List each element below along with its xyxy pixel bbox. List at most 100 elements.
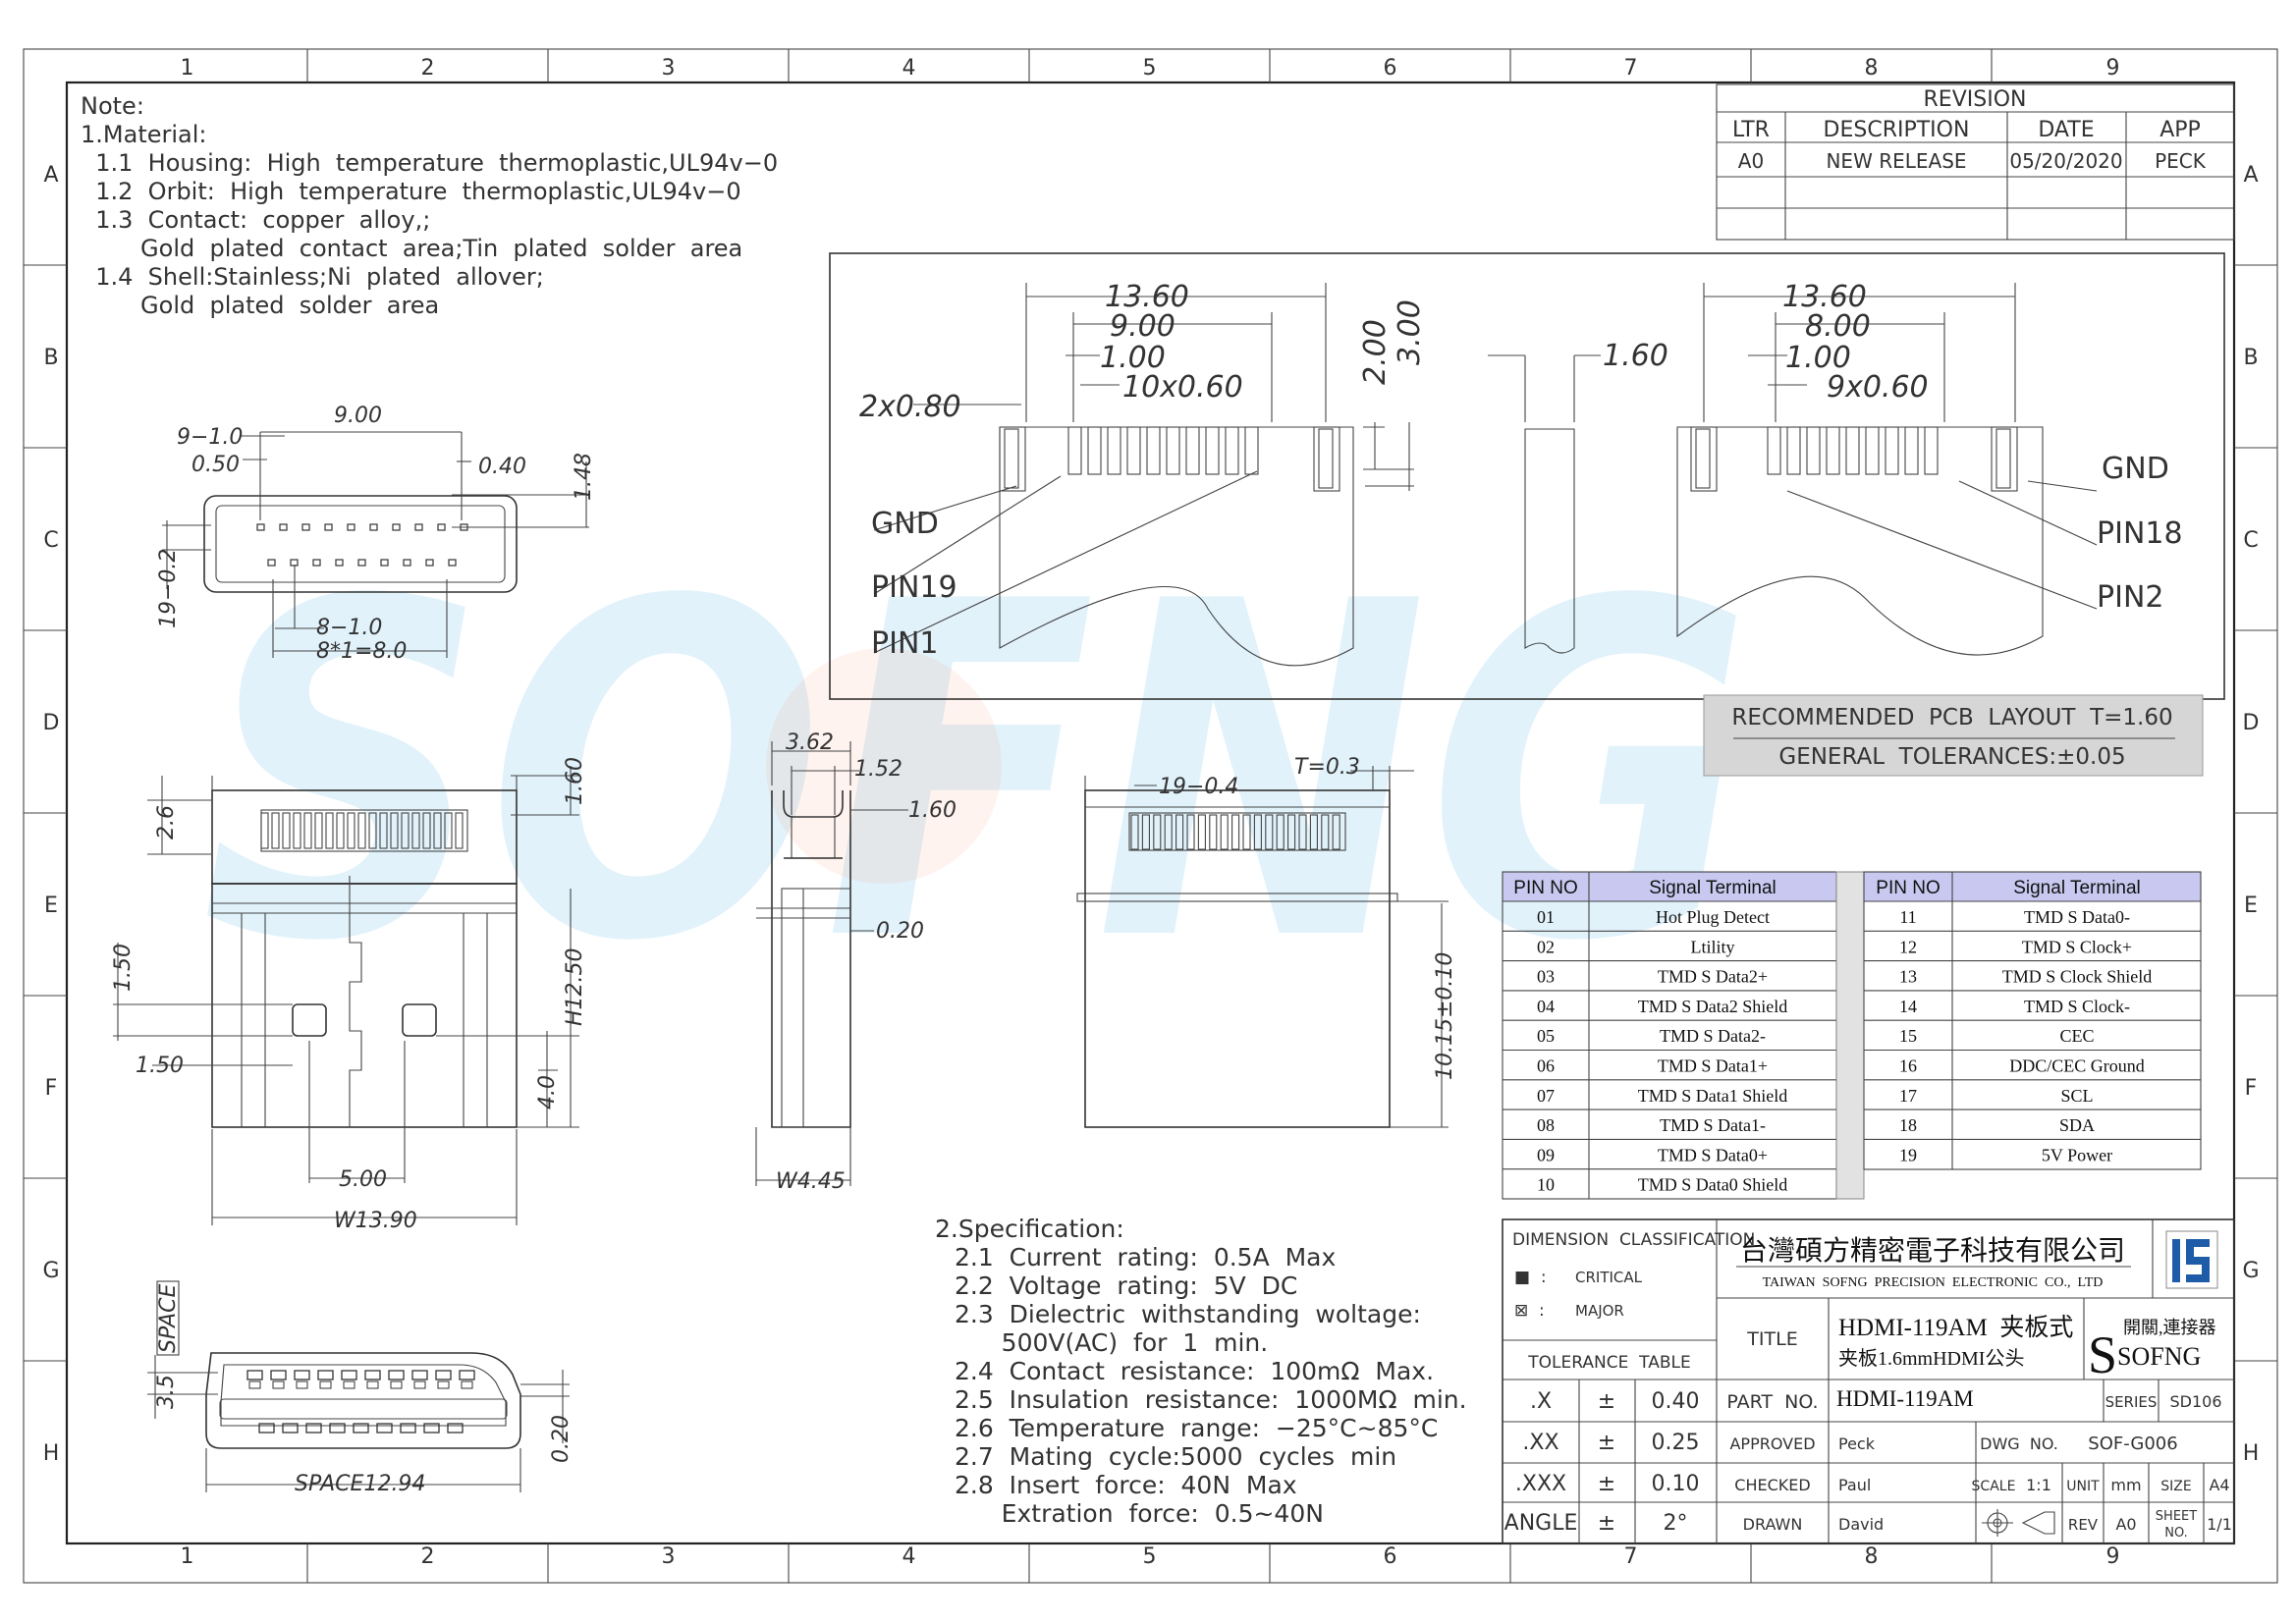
pin-number: 07 [1537, 1086, 1555, 1106]
row-label-right: B [2243, 346, 2258, 370]
notes-line-3: 1.2 Orbit: High temperature thermoplasti… [81, 178, 741, 205]
tb-critical: CRITICAL [1575, 1269, 1643, 1286]
tb-scale-label: SCALE [1972, 1479, 2016, 1494]
pcb-thickness-view [1488, 354, 1601, 654]
pcb-dim-1-00-left: 1.00 [1100, 341, 1166, 375]
tb-size: A4 [2209, 1476, 2229, 1494]
tb-logo-cn: 開關,連接器 [2123, 1318, 2216, 1337]
tolerance-row: .XXX±0.10 [1515, 1472, 1700, 1496]
column-label-top: 8 [1865, 56, 1879, 81]
front-dim-0-40: 0.40 [478, 455, 526, 479]
profile-dim-1-60: 1.60 [908, 798, 957, 823]
row-label-right: D [2243, 711, 2260, 735]
tb-series-label: SERIES [2105, 1393, 2158, 1411]
tb-title-line2: 夹板1.6mmHDMI公头 [1838, 1347, 2024, 1370]
tb-rev-label: REV [2068, 1516, 2099, 1534]
pin-signal: TMD S Clock- [2024, 997, 2130, 1016]
profile-view: 3.62 1.52 1.60 0.20 W4.45 [755, 730, 957, 1194]
row-label-left: F [45, 1076, 58, 1101]
back-dim-10-15: 10.15±0.10 [1433, 952, 1457, 1080]
pin-table-divider [1835, 871, 1865, 1200]
side-dim-5-00: 5.00 [339, 1167, 387, 1192]
tolerance-row: .XX±0.25 [1522, 1431, 1699, 1455]
pin-signal: TMD S Data0+ [1658, 1145, 1768, 1164]
end-dim-0-20: 0.20 [549, 1415, 574, 1463]
end-dim-space: SPACE [156, 1283, 181, 1353]
pin-signal: Ltility [1691, 937, 1735, 956]
pin-number: 10 [1537, 1175, 1555, 1195]
spec-line-7: 2.6 Temperature range: −25°C~85°C [955, 1414, 1438, 1442]
front-dim-9-1-0: 9−1.0 [177, 425, 243, 450]
pcb-right-outline [1676, 426, 2044, 656]
pin-number: 11 [1899, 907, 1916, 927]
pin-number: 19 [1899, 1145, 1917, 1164]
column-label-top: 3 [662, 56, 676, 81]
pcb-label-pin19: PIN19 [871, 570, 957, 605]
row-label-left: G [42, 1259, 59, 1283]
spec-line-9: 2.8 Insert force: 40N Max [955, 1471, 1297, 1499]
pin-number: 17 [1899, 1086, 1917, 1106]
row-label-right: E [2244, 893, 2258, 918]
pcb-dim-1-00-right: 1.00 [1785, 341, 1851, 375]
row-label-left: H [43, 1441, 60, 1466]
row-label-left: B [43, 346, 58, 370]
pin-number: 03 [1537, 967, 1555, 987]
profile-dim-3-62: 3.62 [786, 730, 834, 755]
pcb-caption-tolerances: GENERAL TOLERANCES:±0.05 [1778, 744, 2125, 770]
tb-part-no: HDMI-119AM [1836, 1386, 1974, 1411]
tb-approved-label: APPROVED [1729, 1434, 1815, 1453]
pin-signal: Hot Plug Detect [1656, 907, 1770, 927]
profile-dim-0-20: 0.20 [876, 919, 924, 944]
pin-number: 01 [1537, 907, 1555, 927]
pcb-label-pin18: PIN18 [2097, 516, 2183, 551]
pcb-dim-2-00: 2.00 [1358, 319, 1393, 385]
revision-title: REVISION [1924, 87, 2027, 112]
column-label-top: 5 [1143, 56, 1157, 81]
revision-header-ltr: LTR [1732, 118, 1770, 142]
tolerance-pm: ± [1598, 1389, 1615, 1414]
column-label-top: 1 [181, 56, 194, 81]
pcb-dim-1-60-thickness: 1.60 [1603, 339, 1668, 373]
pcb-layout-view: 13.60 9.00 1.00 10x0.60 2x0.80 2.00 3.00… [829, 252, 2225, 700]
pin-number: 02 [1537, 937, 1555, 956]
column-label-top: 4 [902, 56, 916, 81]
pcb-label-pin1: PIN1 [871, 626, 938, 661]
pin-signal: TMD S Data2+ [1658, 967, 1768, 987]
tb-size-label: SIZE [2160, 1479, 2191, 1494]
projection-symbol-icon [1982, 1509, 2055, 1537]
pin-number: 13 [1899, 967, 1917, 987]
spec-line-10: Extration force: 0.5~40N [955, 1499, 1324, 1528]
pcb-label-pin2: PIN2 [2097, 580, 2163, 615]
column-label-top: 2 [421, 56, 435, 81]
spec-line-4: 500V(AC) for 1 min. [955, 1328, 1268, 1357]
title-block: DIMENSION CLASSIFICATION ■ : CRITICAL ⊠ … [1502, 1218, 2235, 1544]
pcb-label-gnd-left: GND [871, 507, 939, 541]
tb-unit: mm [2110, 1476, 2141, 1494]
front-face-view: 9.00 9−1.0 0.50 0.40 1.48 19−0.2 8−1.0 8… [156, 404, 596, 664]
revision-ltr: A0 [1738, 149, 1764, 173]
pcb-label-gnd-right: GND [2102, 452, 2169, 486]
notes-line-4: 1.3 Contact: copper alloy,; [81, 206, 430, 234]
tb-logo-s: S [2088, 1325, 2117, 1384]
specification-block: 2.Specification: 2.1 Current rating: 0.5… [935, 1215, 1467, 1528]
side-dim-h12-50: H12.50 [563, 947, 587, 1026]
row-label-right: G [2242, 1259, 2259, 1283]
side-dim-w13-90: W13.90 [334, 1209, 417, 1233]
front-dim-8-1-0: 8−1.0 [316, 616, 382, 640]
row-label-left: C [43, 528, 58, 553]
pin-signal: TMD S Data1+ [1658, 1056, 1768, 1076]
pin-signal: DDC/CEC Ground [2009, 1056, 2145, 1076]
row-label-left: D [43, 711, 60, 735]
pin-signal: TMD S Clock Shield [2002, 967, 2153, 987]
tb-sheet: 1/1 [2207, 1515, 2232, 1534]
